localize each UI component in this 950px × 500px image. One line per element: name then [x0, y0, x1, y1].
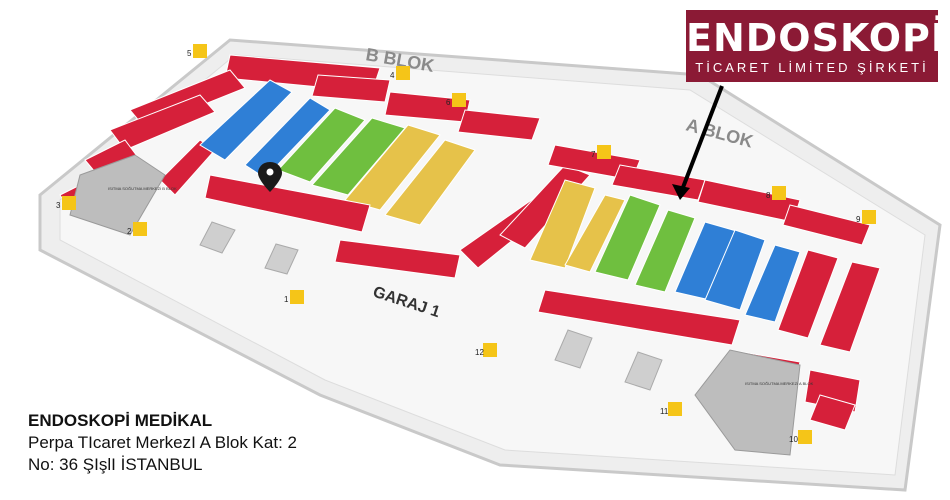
- red-zone-b-top: [109, 54, 541, 151]
- marker-1-icon: [290, 290, 304, 304]
- company-name: ENDOSKOPİ MEDİKAL: [28, 411, 213, 430]
- marker-7-label: 7: [591, 150, 596, 159]
- marker-2-icon: [133, 222, 147, 236]
- logo-subtitle: TİCARET LİMİTED ŞİRKETİ: [695, 60, 929, 75]
- arrow-icon: [672, 85, 724, 200]
- marker-4-label: 4: [390, 71, 395, 80]
- marker-8-label: 8: [766, 191, 771, 200]
- marker-9-icon: [862, 210, 876, 224]
- company-logo: ENDOSKOPİ TİCARET LİMİTED ŞİRKETİ: [686, 10, 947, 82]
- marker-11-icon: [668, 402, 682, 416]
- marker-2-label: 2: [127, 227, 132, 236]
- blue-zone-a: [674, 221, 801, 323]
- red-zone-central: [204, 164, 591, 279]
- marker-10-icon: [798, 430, 812, 444]
- marker-5-label: 5: [187, 49, 192, 58]
- marker-7-icon: [597, 145, 611, 159]
- green-zone-a: [594, 194, 696, 293]
- marker-6-icon: [452, 93, 466, 107]
- heating-center-a: [694, 349, 801, 456]
- address-line-1: Perpa TIcaret MerkezI A Blok Kat: 2: [28, 433, 297, 452]
- green-zone-b: [277, 107, 406, 196]
- heating-center-a-label: ISITMA SOĞUTMA MERKEZİ A BLOK: [745, 381, 814, 386]
- marker-3-icon: [62, 196, 76, 210]
- yellow-zone-a: [529, 179, 626, 273]
- heating-center-b-label: ISITMA SOĞUTMA MERKEZİ B BLOK: [108, 186, 177, 191]
- marker-1-label: 1: [284, 295, 289, 304]
- marker-10-label: 10: [789, 435, 798, 444]
- marker-9-label: 9: [856, 215, 861, 224]
- logo-name: ENDOSKOPİ: [686, 16, 947, 60]
- marker-12-icon: [483, 343, 497, 357]
- marker-12-label: 12: [475, 348, 484, 357]
- marker-3-label: 3: [56, 201, 61, 210]
- marker-6-label: 6: [446, 98, 451, 107]
- marker-4-icon: [396, 66, 410, 80]
- marker-5-icon: [193, 44, 207, 58]
- marker-8-icon: [772, 186, 786, 200]
- map-pin-icon: [258, 162, 282, 192]
- ramps: [199, 221, 663, 391]
- address-block: ENDOSKOPİ MEDİKAL Perpa TIcaret MerkezI …: [28, 410, 388, 476]
- marker-11-label: 11: [660, 407, 669, 416]
- entrance-markers: 1 2 3 4 5 6 7 8 9 10 11 12: [56, 44, 876, 444]
- address-line-2: No: 36 ŞIşlI İSTANBUL: [28, 455, 203, 474]
